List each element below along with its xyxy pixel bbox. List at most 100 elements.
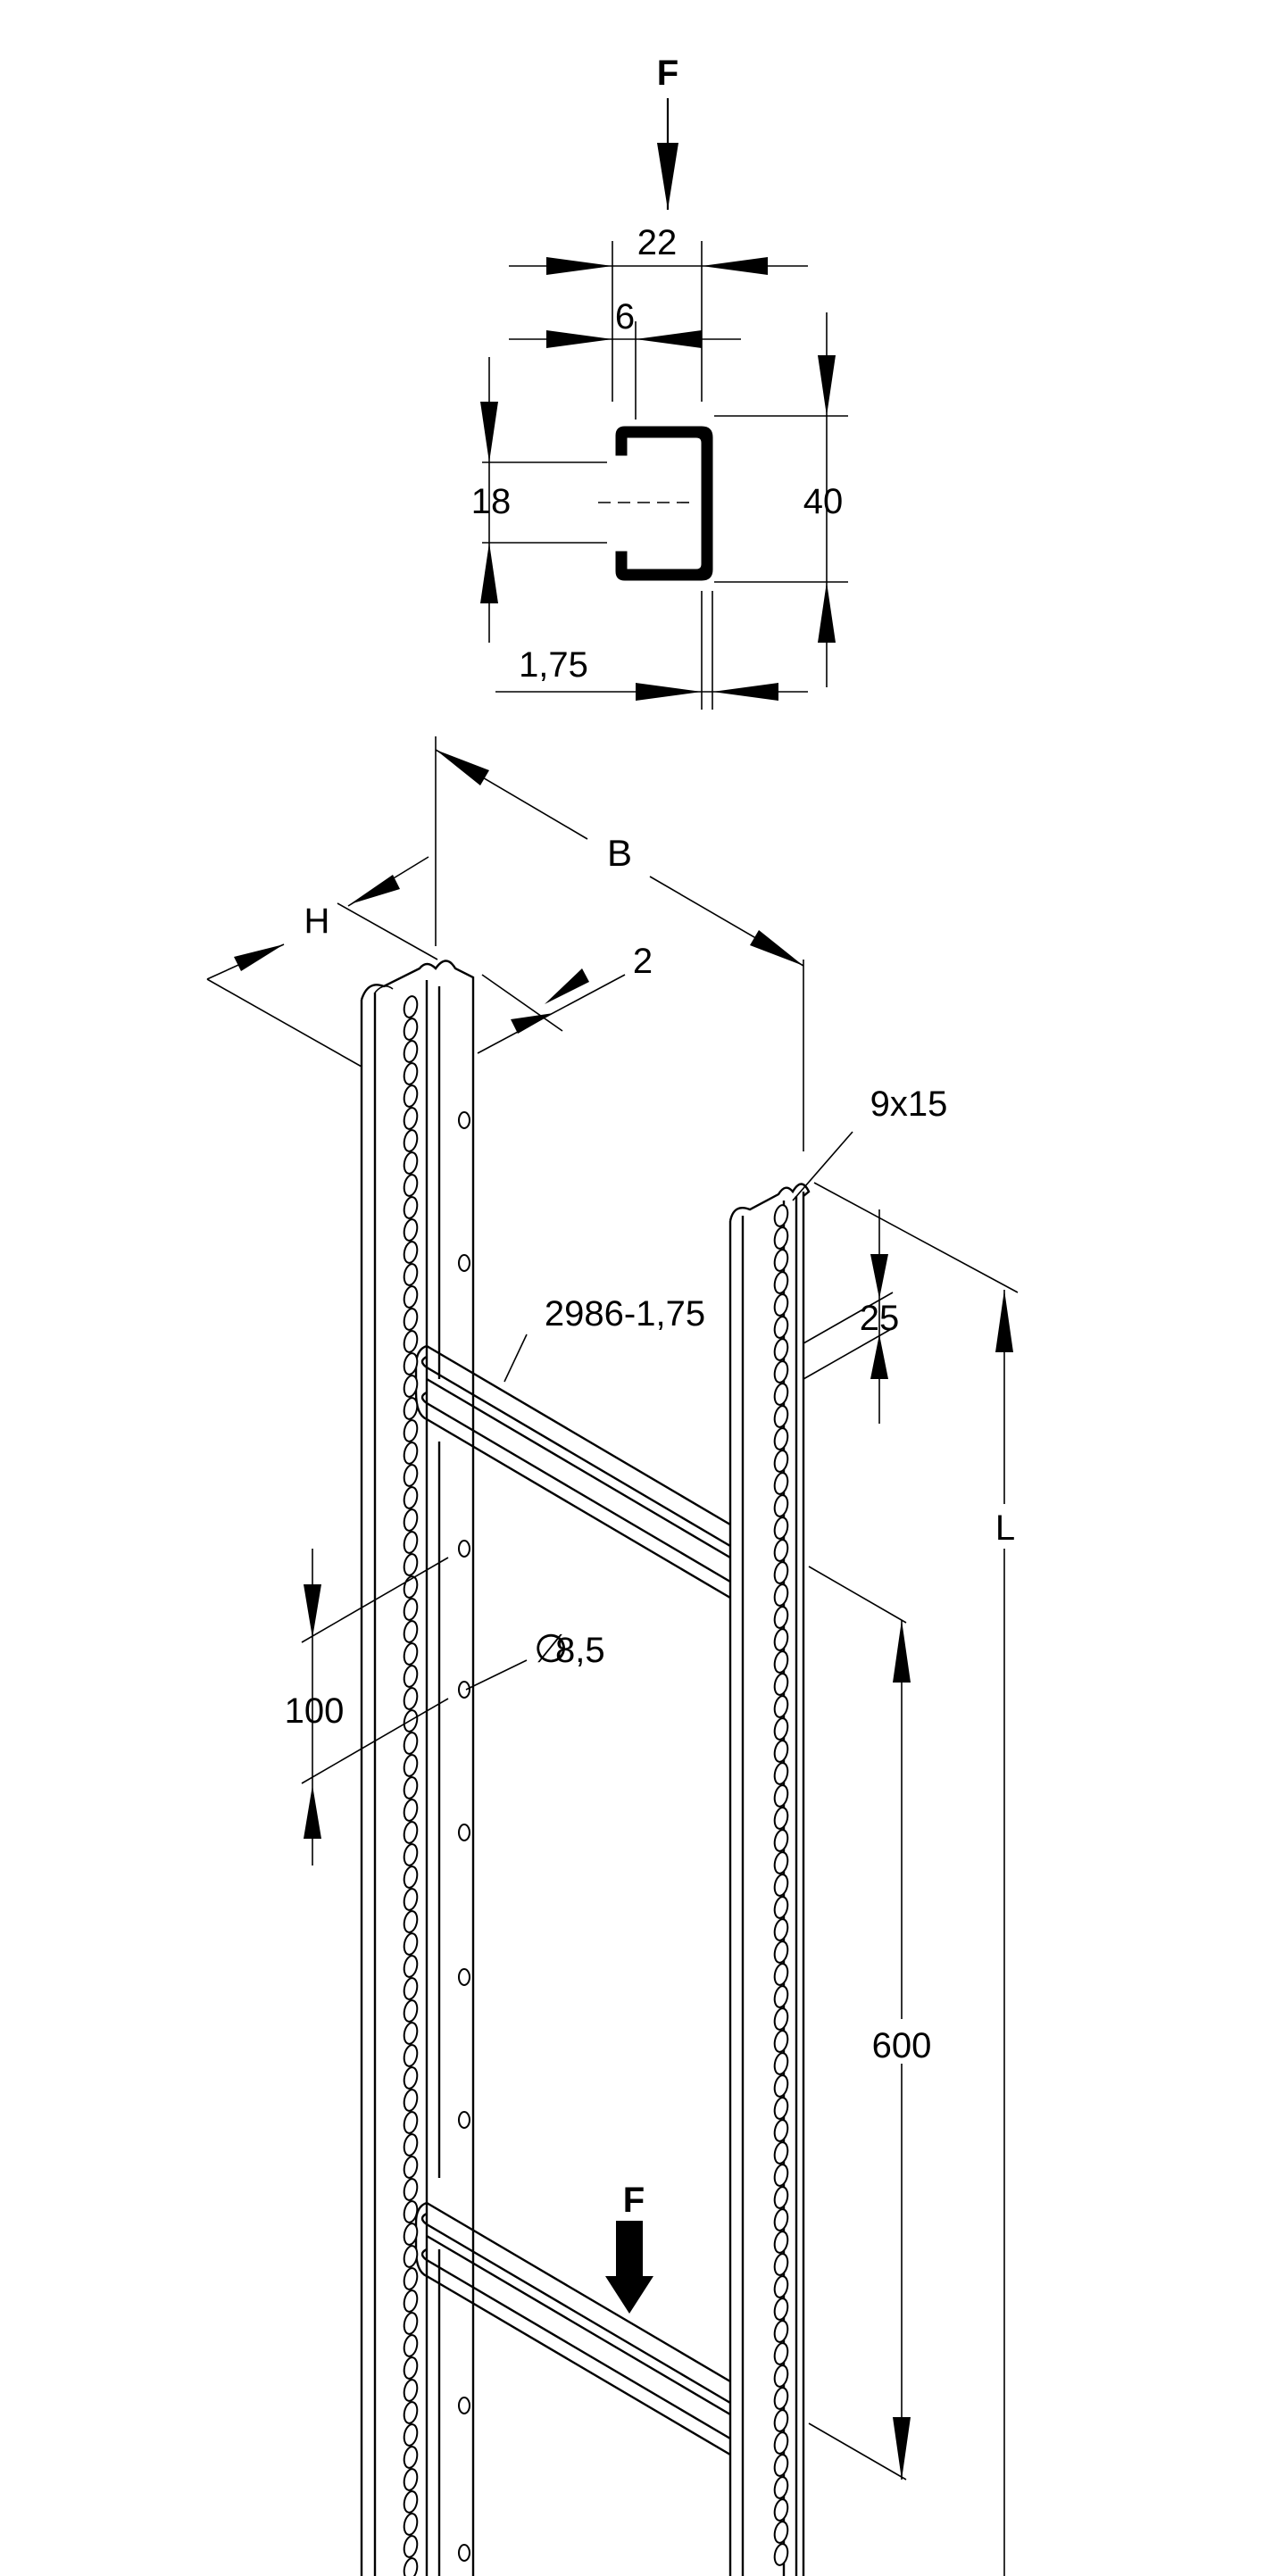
arrow-6-right — [636, 330, 702, 348]
rail-slot — [403, 1263, 419, 1286]
rail-slot — [403, 1799, 419, 1822]
rail-slot — [773, 2097, 789, 2120]
rail-slot — [773, 2387, 789, 2410]
arrow-100-bottom — [304, 1785, 321, 1839]
arrow-l-top — [995, 1290, 1013, 1352]
dim-label-600: 600 — [872, 2026, 932, 2065]
right-rail-top — [728, 1183, 811, 1222]
ext-line-25-top — [803, 1292, 894, 1344]
rail-slot — [403, 2245, 419, 2268]
rail-slot — [403, 1285, 419, 1309]
profile-section: F 22 6 18 40 — [471, 54, 848, 710]
rail-slot — [403, 1665, 419, 1688]
web-hole — [458, 1968, 470, 1986]
rail-slot — [773, 1673, 789, 1696]
rail-slot — [403, 1687, 419, 1710]
rail-slot — [773, 1740, 789, 1763]
rail-slot — [773, 2030, 789, 2053]
arrow-40-bottom — [818, 582, 836, 643]
arrow-600-top — [893, 1620, 911, 1683]
rail-slot — [403, 1732, 419, 1755]
rail-slot — [403, 1174, 419, 1197]
rail-slot — [773, 1851, 789, 1874]
rung-1 — [414, 1344, 731, 1600]
rail-slot — [773, 2186, 789, 2209]
rail-slot — [403, 1955, 419, 1978]
web-hole — [458, 2111, 470, 2129]
dim-label-rung-length: 2986-1,75 — [545, 1294, 705, 1334]
rail-slot — [403, 1419, 419, 1442]
rail-slot — [773, 1807, 789, 1830]
arrow-22-left — [546, 257, 612, 275]
arrow-100-top — [304, 1584, 321, 1638]
rail-slot — [773, 2231, 789, 2254]
rail-slot — [773, 1450, 789, 1473]
dim-label-100: 100 — [285, 1691, 345, 1731]
rail-slot — [773, 1561, 789, 1584]
rail-slot — [773, 1405, 789, 1428]
rail-slot — [403, 1241, 419, 1264]
rail-slot — [773, 1249, 789, 1272]
dim-label-25: 25 — [860, 1299, 900, 1338]
rail-slot — [773, 1963, 789, 1986]
arrow-b-right — [750, 930, 803, 966]
rail-slot — [403, 1397, 419, 1420]
ext-line-l-top — [813, 1182, 1019, 1293]
rail-slot — [773, 2454, 789, 2477]
arrow-18-top — [480, 402, 498, 462]
rail-slot — [403, 2289, 419, 2313]
ext-line-600-bottom — [808, 2422, 907, 2480]
rail-slot — [773, 1918, 789, 1941]
rail-slot — [773, 2052, 789, 2075]
rail-slot — [403, 1040, 419, 1063]
rail-slot — [773, 2298, 789, 2321]
ext-line-100-bottom — [301, 1698, 449, 1784]
rail-slot — [403, 2468, 419, 2491]
arrow-40-top — [818, 355, 836, 416]
rail-slot — [773, 1985, 789, 2008]
dim-label-b: B — [607, 832, 632, 874]
rail-slot — [773, 2431, 789, 2455]
rail-slot — [773, 1784, 789, 1807]
rail-slot — [773, 1204, 789, 1227]
force-arrow-rung — [605, 2221, 653, 2314]
rail-slot — [403, 2267, 419, 2290]
rail-slot — [403, 2446, 419, 2469]
web-hole — [458, 2397, 470, 2414]
right-rail — [728, 1183, 811, 2576]
rail-slot — [773, 1717, 789, 1741]
rail-slot — [773, 2253, 789, 2276]
rail-slot — [773, 1271, 789, 1294]
arrow-175-right — [712, 683, 778, 701]
rail-slot — [773, 2521, 789, 2544]
leader-hole-dia — [465, 1659, 528, 1691]
rail-slot — [773, 2476, 789, 2499]
rail-slot — [773, 1472, 789, 1495]
rail-slot — [773, 2409, 789, 2432]
rail-slot — [403, 1352, 419, 1375]
rail-slot — [403, 1888, 419, 1911]
arrow-600-bottom — [893, 2417, 911, 2480]
rail-slot — [773, 1226, 789, 1250]
dim-label-18: 18 — [471, 482, 512, 521]
rail-slot — [403, 1308, 419, 1331]
dim-label-175: 1,75 — [519, 645, 588, 685]
rail-slot — [403, 1508, 419, 1532]
left-rail-web-holes — [458, 1111, 470, 2562]
rail-slot — [403, 2490, 419, 2514]
rail-slot — [403, 2089, 419, 2112]
rail-slot — [773, 1539, 789, 1562]
rail-slot — [773, 1695, 789, 1718]
rail-slot — [773, 1762, 789, 1785]
arrow-22-right — [702, 257, 768, 275]
rail-slot — [773, 1427, 789, 1450]
rail-slot — [403, 2312, 419, 2335]
ext-line-100-top — [301, 1557, 449, 1643]
rail-slot — [403, 1620, 419, 1643]
rail-slot — [773, 1293, 789, 1317]
leader-9x15 — [792, 1131, 853, 1201]
rail-slot — [403, 1999, 419, 2023]
rail-slot — [773, 2164, 789, 2187]
arrow-h-top — [350, 875, 400, 904]
arrow-18-bottom — [480, 543, 498, 603]
